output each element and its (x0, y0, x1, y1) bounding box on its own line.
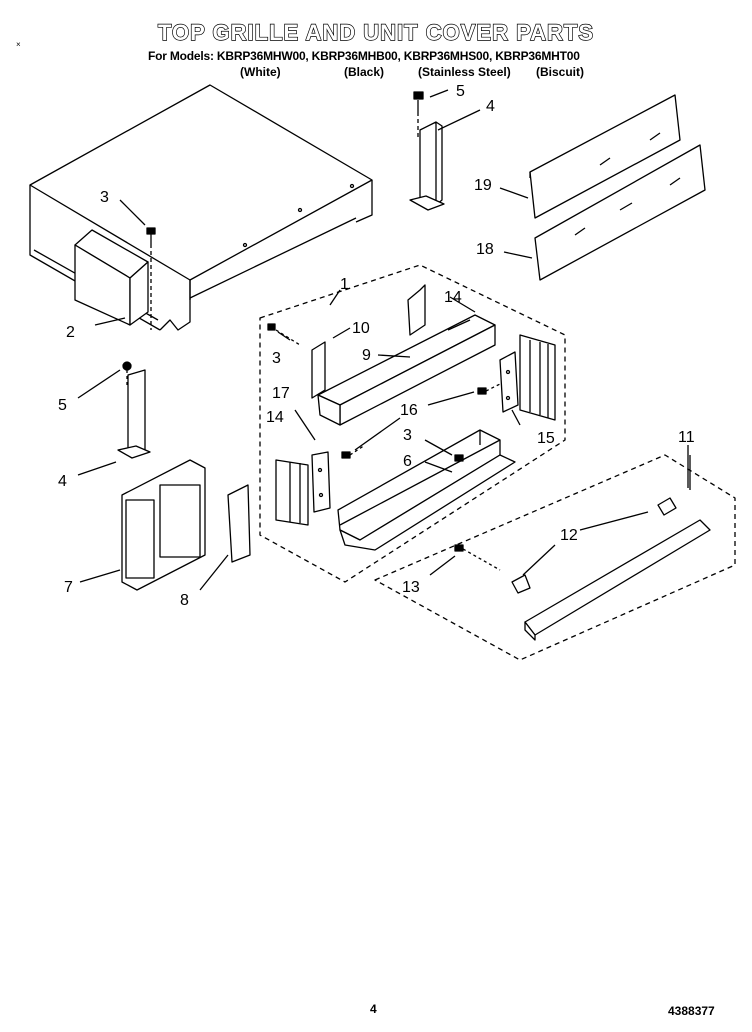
callout-4-top: 4 (486, 98, 495, 115)
callout-10: 10 (352, 320, 370, 337)
bracket-part-4-top (409, 91, 445, 211)
callout-9: 9 (362, 347, 371, 364)
bracket-part-14-right (519, 334, 556, 421)
callout-3-center: 3 (403, 427, 412, 444)
callout-3-top: 3 (100, 189, 109, 206)
bracket-part-10 (311, 284, 426, 399)
bracket-part-14-left (275, 459, 309, 526)
page-title: TOP GRILLE AND UNIT COVER PARTS (157, 19, 594, 45)
callout-18: 18 (476, 241, 494, 258)
corner-mark: × (16, 40, 21, 49)
callout-3-left: 3 (272, 350, 281, 367)
callout-4-left: 4 (58, 473, 67, 490)
screw-part-16 (341, 383, 501, 459)
callout-2: 2 (66, 324, 75, 341)
grille-part-7 (121, 459, 206, 591)
filter-part-8 (227, 484, 251, 563)
callout-11: 11 (678, 429, 695, 446)
screw-part-3-left (267, 323, 301, 346)
unit-cover (29, 84, 373, 331)
variant-stainless: (Stainless Steel) (418, 65, 511, 79)
clip-part-12 (511, 497, 677, 594)
page-number: 4 (370, 1002, 377, 1016)
screw-part-13 (454, 544, 501, 571)
callout-1: 1 (340, 276, 349, 293)
callout-5-top: 5 (456, 83, 465, 100)
panel-part-19 (529, 94, 681, 219)
callout-17: 17 (272, 385, 290, 402)
bracket-part-15 (499, 351, 519, 413)
callout-5-left: 5 (58, 397, 67, 414)
panel-part-18 (534, 144, 706, 281)
bracket-part-17 (311, 451, 331, 513)
leader-lines (77, 89, 689, 591)
assembly-part-11-outline (374, 454, 736, 661)
callout-14-left: 14 (266, 409, 284, 426)
callout-6: 6 (403, 453, 412, 470)
assembly-part-1-outline (259, 264, 566, 583)
variant-black: (Black) (344, 65, 385, 79)
callout-13: 13 (402, 579, 420, 596)
document-number: 4388377 (668, 1004, 715, 1018)
callout-15: 15 (537, 430, 555, 447)
variant-biscuit: (Biscuit) (536, 65, 584, 79)
callout-19: 19 (474, 177, 492, 194)
callout-16: 16 (400, 402, 418, 419)
callout-7: 7 (64, 579, 73, 596)
screw-part-3-center (454, 454, 464, 462)
screw-part-3-top (146, 227, 156, 330)
callouts: 1 2 3 3 3 4 4 5 5 6 7 8 9 10 11 12 13 14… (58, 83, 695, 609)
callout-8: 8 (180, 592, 189, 609)
callout-14-right: 14 (444, 289, 462, 306)
models-line: For Models: KBRP36MHW00, KBRP36MHB00, KB… (148, 49, 580, 63)
trim-part-11 (524, 455, 711, 641)
grille-bracket-part-9 (317, 314, 496, 426)
callout-12: 12 (560, 527, 578, 544)
variant-white: (White) (240, 65, 281, 79)
bracket-part-4-left (117, 361, 151, 459)
